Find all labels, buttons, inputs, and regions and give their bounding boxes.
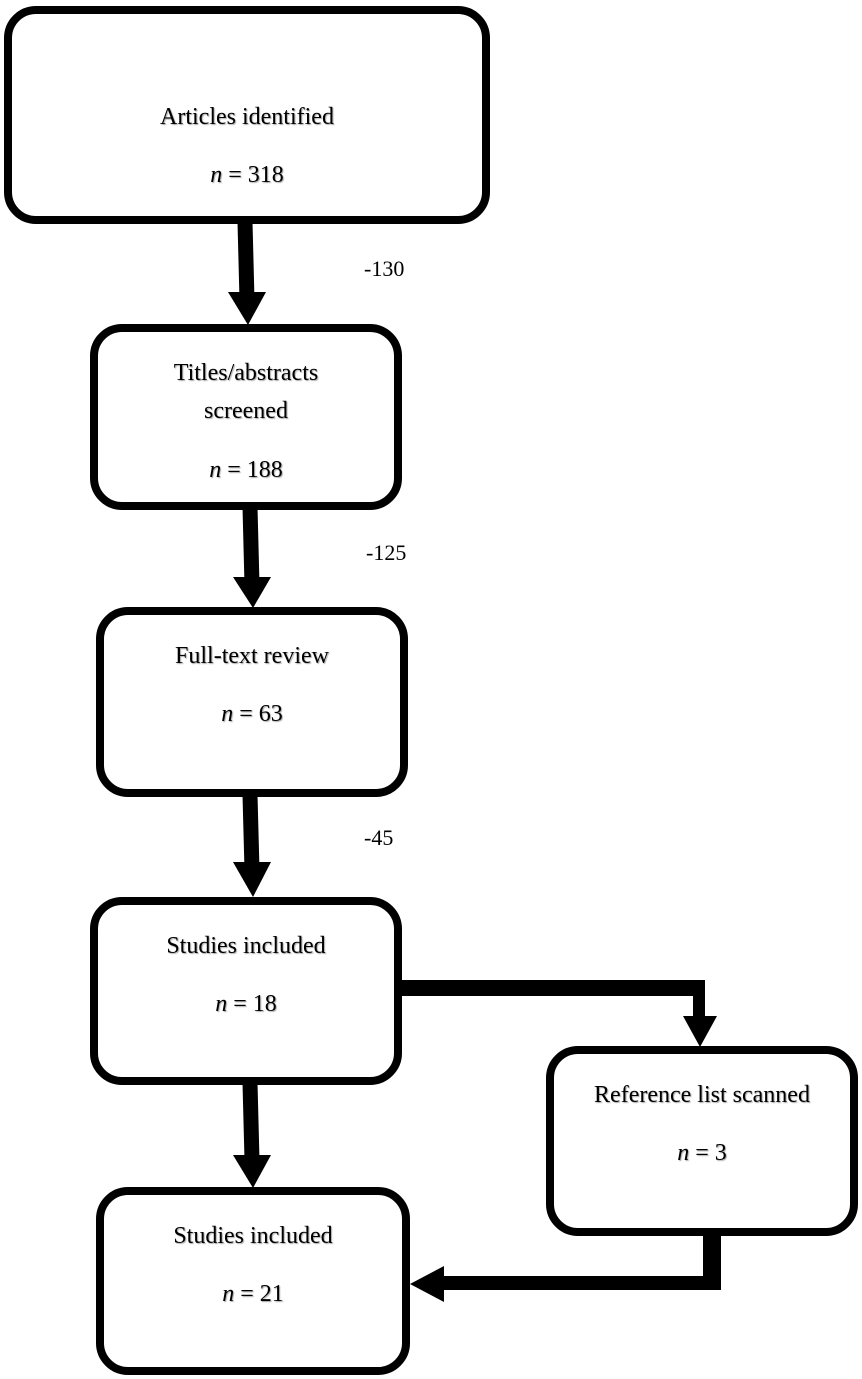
box-title-line2: screened [204, 398, 288, 425]
box-articles-identified: Articles identified n = 318 [4, 6, 490, 224]
box-title-line1: Titles/abstracts [173, 360, 319, 386]
box-count: n = 318 [210, 162, 284, 189]
arrow-fulltext-to-included [233, 794, 271, 897]
box-count: n = 63 [221, 701, 283, 728]
exclusion-count: -130 [364, 256, 405, 281]
arrow-reference-to-final [410, 1236, 721, 1302]
box-title: Reference list scanned [594, 1082, 810, 1108]
box-studies-included-first: Studies included n = 18 [90, 897, 402, 1085]
arrow-identified-to-screened [228, 221, 266, 325]
box-count: n = 21 [222, 1281, 284, 1308]
box-count: n = 18 [215, 991, 277, 1018]
arrow-included-to-final [233, 1082, 271, 1188]
box-title: Studies included [166, 933, 326, 959]
box-title: Full-text review [175, 643, 329, 669]
box-count: n = 3 [677, 1140, 727, 1167]
exclusion-count: -125 [366, 540, 407, 565]
box-count: n = 188 [209, 456, 283, 483]
box-reference-list-scanned: Reference list scanned n = 3 [546, 1046, 858, 1236]
arrow-included-to-reference [400, 980, 717, 1047]
arrow-screened-to-fulltext [233, 506, 271, 608]
box-titles-abstracts-screened: Titles/abstracts screened n = 188 [90, 324, 402, 510]
box-title: Articles identified [160, 104, 334, 130]
box-full-text-review: Full-text review n = 63 [96, 607, 408, 797]
box-studies-included-final: Studies included n = 21 [96, 1187, 410, 1375]
box-title: Studies included [173, 1223, 333, 1249]
exclusion-count: -45 [364, 825, 394, 850]
